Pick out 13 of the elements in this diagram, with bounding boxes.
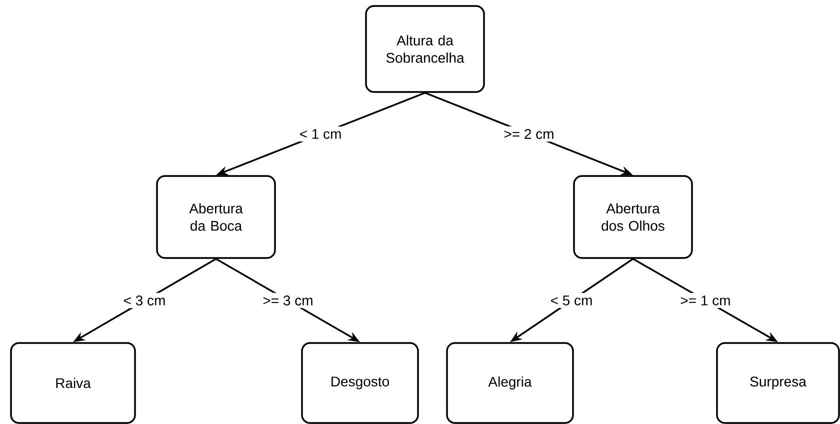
decision-box: Raiva: [10, 342, 136, 424]
edge-label: < 1 cm: [296, 126, 344, 142]
decision-box: Abertura dos Olhos: [573, 175, 693, 259]
decision-box: Altura da Sobrancelha: [365, 5, 485, 93]
decision-box: Alegria: [446, 342, 574, 424]
decision-box: Surpresa: [716, 342, 840, 424]
decision-box: Desgosto: [301, 342, 419, 424]
edge-label: >= 2 cm: [501, 126, 557, 142]
edge-label: >= 3 cm: [260, 292, 316, 308]
edge-label: < 5 cm: [548, 292, 596, 308]
edge-label: < 3 cm: [120, 292, 168, 308]
decision-box: Abertura da Boca: [156, 175, 276, 259]
edge-label: >= 1 cm: [678, 292, 734, 308]
